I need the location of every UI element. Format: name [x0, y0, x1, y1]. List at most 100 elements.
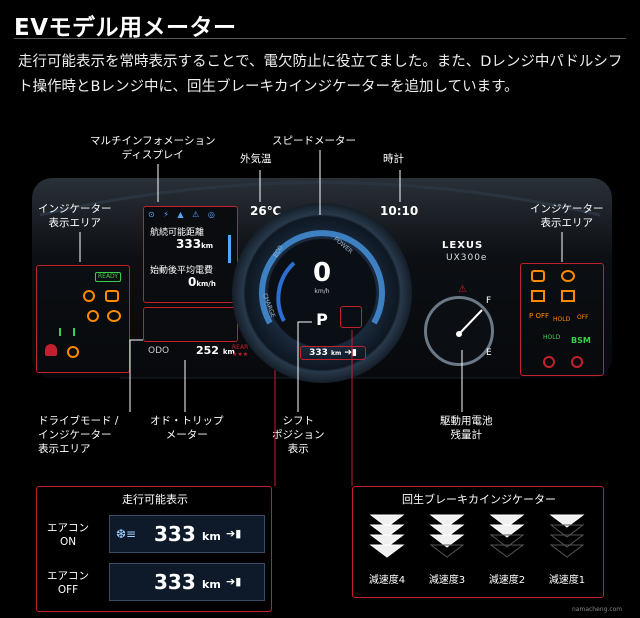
callout-clock: 時計 [383, 153, 404, 165]
drive-mode-area [143, 307, 238, 342]
watermark: namacheng.com [572, 606, 623, 613]
range-row-ac-on-display: ❆≡ 333 km ➔▮ [109, 515, 265, 553]
regen-level-label: 減速度1 [548, 575, 586, 586]
range-bar-display: 333 km ➔▮ [300, 346, 366, 360]
range-row-ac-off-unit: km [202, 578, 221, 591]
info-side-bar [228, 235, 231, 263]
regen-chevron [429, 514, 465, 528]
pcs-off-indicator: OFF [577, 314, 589, 321]
regen-chevron [429, 544, 465, 558]
clock: 10:10 [380, 204, 419, 218]
speed-unit: km/h [314, 288, 330, 295]
seatbelt-icon [45, 344, 57, 356]
callout-indicator-left: インジケーター表示エリア [38, 203, 112, 229]
pcs-icon [561, 290, 575, 302]
range-row-ac-off-value: 333 [154, 570, 196, 594]
page-title: EVモデル用メーター [14, 15, 237, 41]
regen-indicator-panel: 回生ブレーキカインジケーター 減速度4 減速度3 減速度2 減速度1 [352, 486, 604, 598]
page-description: 走行可能表示を常時表示することで、電欠防止に役立てました。また、Dレンジ中パドル… [18, 54, 623, 95]
range-row-ac-off-display: 333 km ➔▮ [109, 563, 265, 601]
brake-warning-icon [87, 310, 99, 322]
model-badge: UX300e [446, 253, 488, 263]
shift-position: P [316, 310, 328, 329]
regen-level-label: 減速度3 [428, 575, 466, 586]
outside-temp: 26℃ [250, 204, 282, 218]
warning-icon [83, 290, 95, 302]
regen-panel-title: 回生ブレーキカインジケーター [402, 493, 556, 506]
indicator-area-left: READY [36, 265, 130, 373]
regen-chevron [549, 534, 585, 548]
avg-efficiency-label: 始動後平均電費 [150, 266, 214, 276]
hold-indicator: HOLD [553, 316, 571, 323]
ready-indicator: READY [95, 272, 121, 282]
regen-chevron [489, 534, 525, 548]
ac-on-icon: ❆≡ [116, 527, 137, 541]
regen-level-3: 減速度2 [479, 514, 535, 595]
regen-chevron [369, 544, 405, 558]
multi-info-display: ⊙ ⚡ ▲ ⚠ ◎ 航続可能距離 333km 始動後平均電費 0km/h [143, 206, 238, 303]
hold-green-indicator: HOLD [543, 334, 561, 341]
regen-indicator-slot [340, 306, 362, 328]
status-icons-row: ⊙ ⚡ ▲ ⚠ ◎ [148, 210, 218, 219]
range-value: 333km [176, 237, 214, 251]
regen-level-label: 減速度4 [368, 575, 406, 586]
indicator-area-right: P OFF HOLD OFF HOLD BSM [520, 263, 604, 376]
regen-chevron [489, 524, 525, 538]
charge-plug-icon: ➔▮ [226, 527, 242, 540]
bsm-indicator: BSM [571, 336, 591, 345]
regen-chevrons [369, 514, 405, 558]
range-panel-title: 走行可能表示 [122, 493, 188, 506]
alert-icon: ⚠ [458, 284, 467, 295]
callout-indicator-right: インジケーター表示エリア [530, 203, 604, 229]
callout-odo-trip: オド・トリップメーター [150, 415, 224, 441]
vsc-off-icon [531, 290, 545, 302]
regen-chevron [549, 524, 585, 538]
tire-pressure-icon [105, 290, 119, 302]
parking-brake-icon [543, 356, 555, 368]
battery-needle [456, 309, 483, 337]
brand-logo: LEXUS [442, 240, 484, 251]
regen-chevron [369, 534, 405, 548]
range-row-ac-on-value: 333 [154, 522, 196, 546]
callout-shift-position: シフトポジション表示 [272, 415, 325, 455]
regen-level-1: 減速度4 [359, 514, 415, 595]
battery-full-label: F [486, 296, 492, 306]
odo-value: 252 km [196, 344, 235, 357]
regen-level-label: 減速度2 [488, 575, 526, 586]
regen-chevron [489, 544, 525, 558]
odo-label: ODO [148, 346, 170, 356]
parking-off-indicator: P OFF [529, 312, 550, 320]
charge-plug-icon: ➔▮ [226, 575, 242, 588]
callout-drive-mode: ドライブモード /インジケーター表示エリア [38, 415, 119, 455]
regen-chevrons [429, 514, 465, 558]
regen-chevron [429, 534, 465, 548]
regen-chevron [549, 544, 585, 558]
regen-level-2: 減速度3 [419, 514, 475, 595]
range-row-ac-on-unit: km [202, 530, 221, 543]
title-divider [14, 38, 626, 39]
regen-chevron [429, 524, 465, 538]
rear-seatbelt-indicator: REAR★★★ [232, 344, 249, 358]
traction-off-icon [531, 270, 545, 282]
callout-outside-temp: 外気温 [240, 153, 272, 165]
regen-levels: 減速度4 減速度3 減速度2 減速度1 [359, 514, 599, 595]
regen-level-4: 減速度1 [539, 514, 595, 595]
regen-chevrons [549, 514, 585, 558]
regen-chevrons [489, 514, 525, 558]
regen-chevron [369, 524, 405, 538]
regen-chevron [549, 514, 585, 528]
callout-speedometer: スピードメーター [272, 135, 356, 147]
steering-warning-icon [67, 346, 79, 358]
tire-icon [561, 270, 575, 282]
callout-battery-gauge: 駆動用電池残量計 [440, 415, 493, 441]
avg-efficiency-value: 0km/h [188, 275, 216, 289]
regen-chevron [489, 514, 525, 528]
brake-system-icon [571, 356, 583, 368]
speed-arc [259, 230, 385, 325]
battery-empty-label: E [486, 348, 492, 358]
lane-assist-icon [59, 328, 75, 336]
speed-value: 0 [312, 258, 332, 288]
